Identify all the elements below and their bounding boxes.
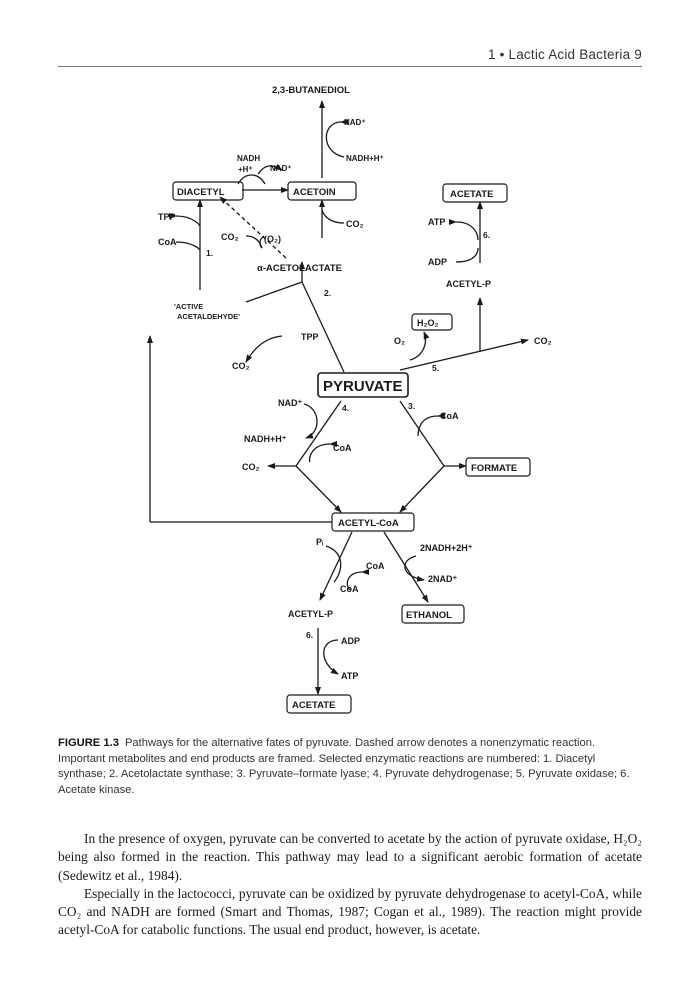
label-num-6-bottom: 6. (306, 630, 313, 640)
figure-label: FIGURE 1.3 (58, 737, 119, 749)
label-butanediol: 2,3-BUTANEDIOL (272, 85, 350, 96)
label-coa-lower-1: CoA (366, 561, 385, 571)
box-diacetyl: DIACETYL (177, 187, 225, 198)
label-nadh-left-2: +H⁺ (238, 165, 253, 174)
label-nad-top: NAD⁺ (344, 118, 366, 127)
box-acetoin: ACETOIN (293, 187, 336, 198)
box-formate: FORMATE (471, 463, 517, 474)
label-tpp-mid: TPP (301, 332, 319, 342)
box-pyruvate: PYRUVATE (323, 378, 402, 395)
box-h2o2: H₂O₂ (417, 318, 439, 328)
label-co2-lower: CO₂ (242, 462, 260, 472)
label-nad-mid: NAD⁺ (278, 398, 302, 408)
pyruvate-pathway-diagram: 2,3-BUTANEDIOL NAD⁺ NADH+H⁺ NADH +H⁺ NAD… (147, 85, 552, 714)
label-acetolactate: α-ACETOLACTATE (257, 263, 342, 274)
box-acetyl-coa: ACETYL-CoA (338, 518, 399, 529)
label-co2-mid: CO₂ (221, 232, 239, 242)
figure-caption-text: Pathways for the alternative fates of py… (58, 737, 630, 796)
label-atp-top: ATP (428, 217, 445, 227)
label-pi: Pᵢ (316, 537, 324, 547)
label-atp-bottom: ATP (341, 671, 358, 681)
label-active-acetaldehyde-1: 'ACTIVE (174, 302, 203, 311)
paragraph-2: Especially in the lactococci, pyruvate c… (58, 885, 642, 938)
label-o2-right: O₂ (394, 336, 405, 346)
label-num-1: 1. (206, 248, 213, 258)
label-co2-acetolactate: CO₂ (346, 219, 364, 229)
label-coa-left: CoA (158, 237, 177, 247)
label-num-5: 5. (432, 363, 439, 373)
label-nad-left: NAD⁺ (270, 164, 292, 173)
label-nadh-mid: NADH+H⁺ (244, 434, 287, 444)
label-coa-mid-left: CoA (333, 443, 352, 453)
label-nadh-top: NADH+H⁺ (346, 154, 384, 163)
label-coa-right: CoA (440, 411, 459, 421)
box-ethanol: ETHANOL (406, 610, 452, 621)
label-num-4: 4. (342, 403, 349, 413)
label-active-acetaldehyde-2: ACETALDEHYDE' (177, 312, 240, 321)
label-num-2: 2. (324, 288, 331, 298)
label-nadh-2h: 2NADH+2H⁺ (420, 543, 473, 553)
header-rule (58, 66, 642, 67)
paragraph-1: In the presence of oxygen, pyruvate can … (58, 831, 642, 883)
label-adp-bottom: ADP (341, 636, 360, 646)
label-o2-mid: (O₂) (264, 234, 281, 244)
box-acetate-top: ACETATE (450, 189, 493, 200)
label-acetyl-p-top: ACETYL-P (446, 279, 491, 289)
label-coa-lower-2: CoA (340, 584, 359, 594)
label-nad-2: 2NAD⁺ (428, 574, 458, 584)
label-co2-left: CO₂ (232, 361, 250, 371)
label-co2-right: CO₂ (534, 336, 552, 346)
label-num-6-top: 6. (483, 230, 490, 240)
label-tpp-left: TPP (158, 212, 176, 222)
label-adp-top: ADP (428, 257, 447, 267)
running-head: 1 • Lactic Acid Bacteria 9 (487, 47, 642, 62)
label-nadh-left-1: NADH (237, 154, 260, 163)
box-acetate-bottom: ACETATE (292, 700, 335, 711)
label-num-3: 3. (408, 401, 415, 411)
body-text: In the presence of oxygen, pyruvate can … (58, 830, 642, 940)
label-acetyl-p-bottom: ACETYL-P (288, 609, 333, 619)
